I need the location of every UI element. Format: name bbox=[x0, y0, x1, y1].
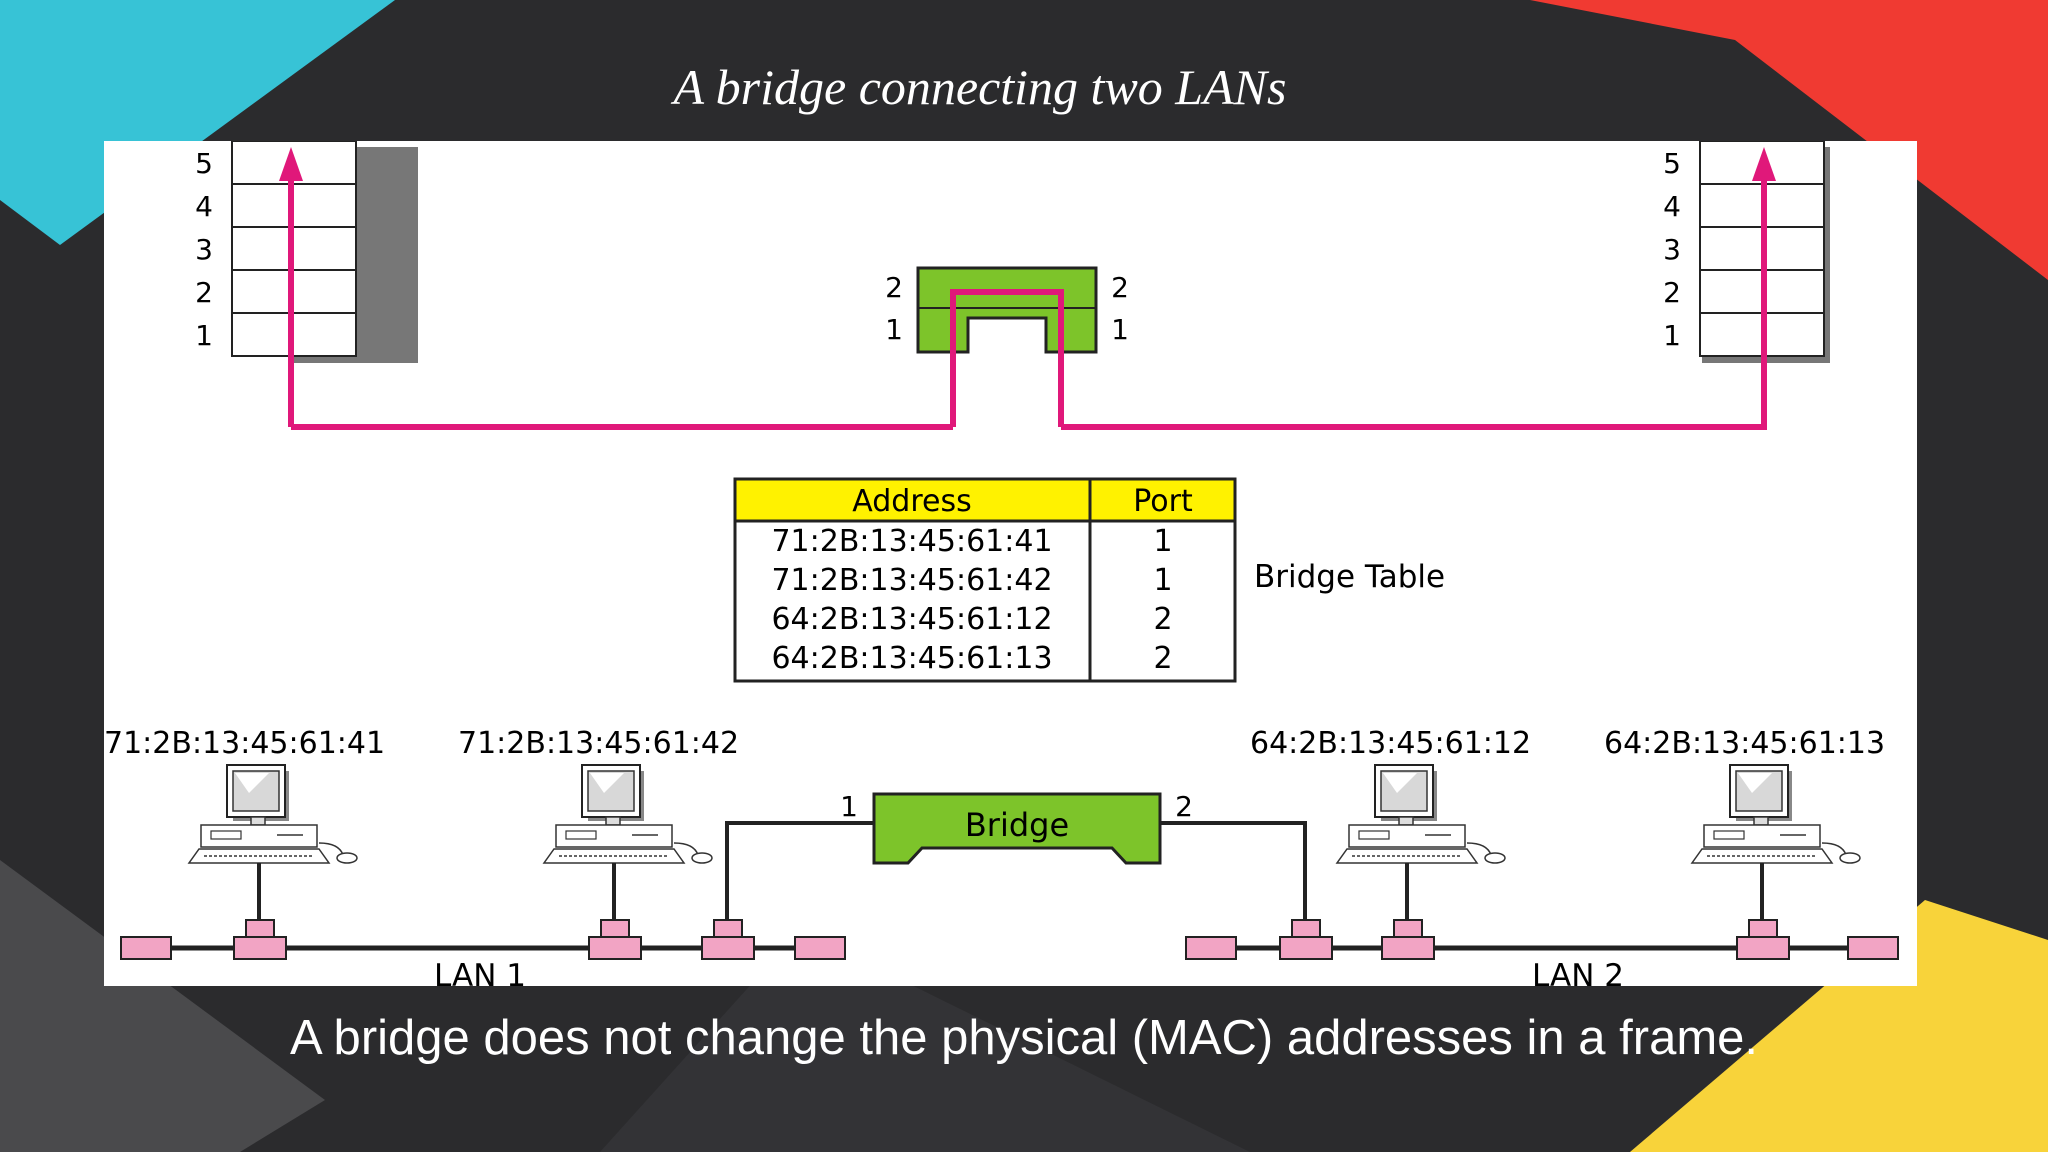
station-address-label: 64:2B:13:45:61:13 bbox=[1604, 726, 1885, 761]
table-header-port: Port bbox=[1133, 484, 1193, 519]
lan2-bus: LAN 2 bbox=[1185, 919, 1899, 986]
bridge-diagram: 5 4 3 2 1 5 4 3 2 1 2 1 2 1 Address Port 71:2B:1… bbox=[104, 141, 1899, 986]
bridge-table: Address Port 71:2B:13:45:61:41 1 71:2B:1… bbox=[733, 477, 1445, 683]
right-stack-layer-number: 5 bbox=[1663, 147, 1681, 180]
table-cell-port: 1 bbox=[1153, 563, 1172, 598]
up-arrow-left-icon bbox=[279, 147, 303, 181]
bridge-symbol-top: 2 1 2 1 bbox=[885, 266, 1129, 354]
table-cell-address: 71:2B:13:45:61:41 bbox=[771, 524, 1052, 559]
bridge-port-1-label: 1 bbox=[840, 790, 858, 823]
left-stack-layer-number: 5 bbox=[195, 147, 213, 180]
grey-corner-accent bbox=[0, 860, 325, 1152]
computer-icon bbox=[188, 764, 358, 864]
left-stack-layer-number: 4 bbox=[195, 190, 213, 223]
table-cell-address: 71:2B:13:45:61:42 bbox=[771, 563, 1052, 598]
cyan-corner-accent bbox=[0, 0, 395, 245]
table-header-address: Address bbox=[852, 484, 971, 519]
table-cell-port: 2 bbox=[1153, 602, 1172, 637]
computer-icon bbox=[1336, 764, 1506, 864]
drop-cables bbox=[257, 821, 1764, 921]
yellow-corner-accent bbox=[1630, 900, 2048, 1152]
bridge-port-2-label: 2 bbox=[1175, 790, 1193, 823]
up-arrow-right-icon bbox=[1752, 147, 1776, 181]
table-cell-port: 2 bbox=[1153, 641, 1172, 676]
left-stack-layer-number: 1 bbox=[195, 319, 213, 352]
bridge-top-left-port-1: 1 bbox=[885, 313, 903, 346]
station-address-label: 71:2B:13:45:61:42 bbox=[458, 726, 739, 761]
frame-path bbox=[279, 147, 1776, 430]
left-layer-stack: 5 4 3 2 1 bbox=[195, 141, 418, 363]
bridge-top-right-port-2: 2 bbox=[1111, 271, 1129, 304]
table-cell-port: 1 bbox=[1153, 524, 1172, 559]
right-stack-layer-number: 4 bbox=[1663, 190, 1681, 223]
lan1-label: LAN 1 bbox=[434, 958, 526, 986]
diagram-panel: 5 4 3 2 1 5 4 3 2 1 2 1 2 1 Address Port 71:2B:1… bbox=[104, 141, 1917, 986]
table-cell-address: 64:2B:13:45:61:13 bbox=[771, 641, 1052, 676]
right-stack-layer-number: 1 bbox=[1663, 319, 1681, 352]
station-address-label: 64:2B:13:45:61:12 bbox=[1250, 726, 1531, 761]
bridge-top-right-port-1: 1 bbox=[1111, 313, 1129, 346]
lan1-bus: LAN 1 bbox=[120, 919, 846, 986]
slide-title: A bridge connecting two LANs bbox=[673, 59, 1287, 115]
table-cell-address: 64:2B:13:45:61:12 bbox=[771, 602, 1052, 637]
right-stack-layer-number: 3 bbox=[1663, 233, 1681, 266]
bridge-table-label: Bridge Table bbox=[1254, 559, 1445, 595]
right-stack-layer-number: 2 bbox=[1663, 276, 1681, 309]
right-layer-stack: 5 4 3 2 1 bbox=[1663, 141, 1830, 363]
left-stack-layer-number: 2 bbox=[195, 276, 213, 309]
red-corner-accent bbox=[1530, 0, 2048, 280]
slide-caption: A bridge does not change the physical (M… bbox=[289, 1011, 1759, 1065]
computer-icon bbox=[1691, 764, 1861, 864]
bridge-top-left-port-2: 2 bbox=[885, 271, 903, 304]
lan2-label: LAN 2 bbox=[1532, 958, 1624, 986]
station-address-label: 71:2B:13:45:61:41 bbox=[104, 726, 385, 761]
left-stack-layer-number: 3 bbox=[195, 233, 213, 266]
computer-icon bbox=[543, 764, 713, 864]
bridge-label: Bridge bbox=[965, 806, 1069, 844]
bridge-device: Bridge 1 2 bbox=[840, 790, 1193, 865]
